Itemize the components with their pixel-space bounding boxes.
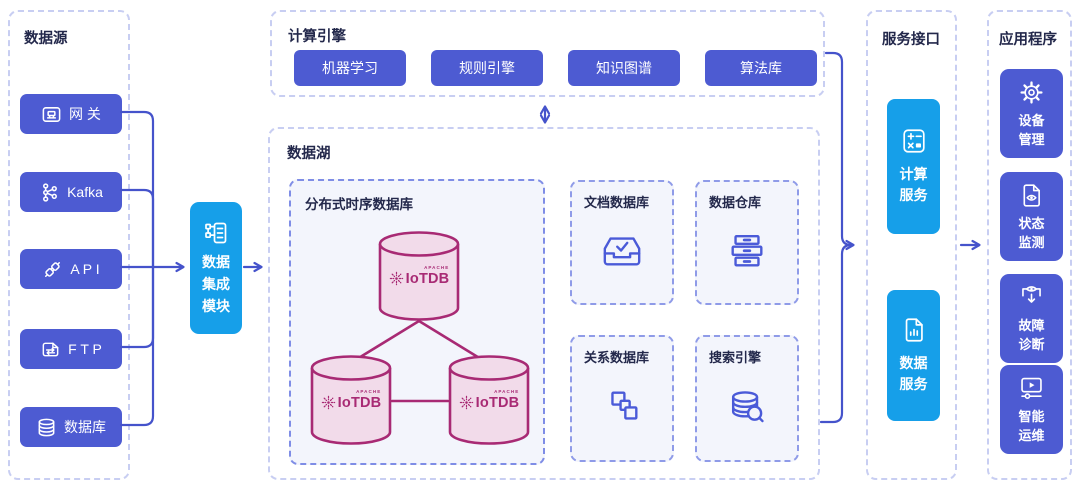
service-node-compute: 计算 服务 (887, 99, 940, 234)
applications-title: 应用程序 (999, 32, 1057, 48)
iotdb-logo: APACHE IoTDB (309, 389, 393, 411)
engine-node-algorithm-library: 算法库 (705, 50, 817, 86)
store-title: 搜索引擎 (709, 350, 762, 365)
source-node-ftp: F T P (20, 329, 122, 369)
eye-funnel-icon (1018, 284, 1045, 311)
iotdb-apache-text: APACHE (356, 389, 382, 394)
store-document-db: 文档数据库 (570, 180, 674, 305)
gateway-icon (41, 104, 62, 125)
doc-chart-icon (900, 316, 928, 344)
integration-module-node: 数据 集成 模块 (190, 202, 242, 334)
inbox-check-icon (601, 230, 643, 272)
service-interface-panel: 服务接口 计算 服务 (866, 10, 957, 480)
iotdb-starburst-icon (459, 395, 474, 410)
database-icon (36, 417, 57, 438)
store-title: 数据仓库 (709, 195, 762, 210)
store-title: 关系数据库 (584, 350, 650, 365)
service-label-line: 计算 (899, 166, 928, 182)
integration-label-line: 模块 (202, 297, 230, 314)
iotdb-name-text: IoTDB (337, 394, 382, 411)
iotdb-node: APACHE IoTDB (447, 354, 531, 446)
iotdb-logo: APACHE IoTDB (377, 265, 461, 287)
engine-label: 算法库 (740, 60, 782, 76)
app-label-line: 运维 (1018, 427, 1045, 443)
iotdb-starburst-icon (389, 271, 404, 286)
app-label-line: 故障 (1018, 317, 1045, 333)
service-label-line: 数据 (899, 355, 928, 371)
gear-icon (1018, 79, 1045, 106)
store-search-engine: 搜索引擎 (695, 335, 799, 462)
iotdb-starburst-icon (321, 395, 336, 410)
iotdb-name-text: IoTDB (475, 394, 520, 411)
engine-label: 机器学习 (322, 60, 378, 76)
tsdb-box: 分布式时序数据库 AP (289, 179, 545, 465)
source-node-api: A P I (20, 249, 122, 289)
integration-label-line: 数据 (202, 253, 230, 270)
data-lake-panel: 数据湖 分布式时序数据库 (268, 127, 820, 480)
data-sources-panel: 数据源 网 关 Kafka (8, 10, 130, 480)
app-label-line: 监测 (1018, 234, 1045, 250)
service-node-data: 数据 服务 (887, 290, 940, 421)
source-label: A P I (70, 261, 100, 277)
calculator-icon (900, 127, 928, 155)
app-label-line: 设备 (1018, 112, 1045, 128)
iotdb-node: APACHE IoTDB (377, 230, 461, 322)
app-label-line: 智能 (1018, 408, 1045, 424)
app-label-line: 状态 (1018, 215, 1045, 231)
source-node-gateway: 网 关 (20, 94, 122, 134)
integration-list-icon (203, 220, 229, 246)
iotdb-logo: APACHE IoTDB (447, 389, 531, 411)
engine-label: 规则引擎 (459, 60, 515, 76)
iotdb-apache-text: APACHE (494, 389, 520, 394)
compute-engine-row: 机器学习 规则引擎 知识图谱 算法库 (294, 50, 817, 86)
service-label-line: 服务 (899, 187, 928, 203)
iotdb-name-text: IoTDB (405, 270, 450, 287)
app-label-line: 管理 (1018, 131, 1045, 147)
app-node-status-monitoring: 状态 监测 (1000, 172, 1063, 261)
iotdb-apache-text: APACHE (424, 265, 450, 270)
source-label: 数据库 (64, 419, 106, 435)
store-data-warehouse: 数据仓库 (695, 180, 799, 305)
app-node-device-management: 设备 管理 (1000, 69, 1063, 158)
integration-label-line: 集成 (202, 275, 230, 292)
cylinder-icon (448, 355, 530, 445)
cylinder-icon (310, 355, 392, 445)
cylinder-icon (378, 231, 460, 321)
doc-eye-icon (1018, 182, 1045, 209)
api-plug-icon (42, 259, 63, 280)
source-label: 网 关 (69, 106, 101, 122)
file-transfer-icon (40, 339, 61, 360)
database-search-icon (726, 386, 768, 428)
source-label: Kafka (67, 184, 103, 200)
source-node-kafka: Kafka (20, 172, 122, 212)
service-label-line: 服务 (899, 376, 928, 392)
data-sources-title: 数据源 (24, 31, 68, 47)
store-title: 文档数据库 (584, 195, 650, 210)
cluster-links (355, 319, 483, 403)
app-node-intelligent-ops: 智能 运维 (1000, 365, 1063, 454)
app-node-fault-diagnosis: 故障 诊断 (1000, 274, 1063, 363)
data-lake-title: 数据湖 (287, 146, 331, 162)
iotdb-node: APACHE IoTDB (309, 354, 393, 446)
engine-node-knowledge-graph: 知识图谱 (568, 50, 680, 86)
engine-label: 知识图谱 (596, 60, 652, 76)
store-relational-db: 关系数据库 (570, 335, 674, 462)
engine-node-machine-learning: 机器学习 (294, 50, 406, 86)
linked-squares-icon (601, 386, 643, 428)
drawers-icon (726, 230, 768, 272)
compute-engine-panel: 计算引擎 机器学习 规则引擎 知识图谱 算法库 (270, 10, 825, 97)
screen-play-icon (1018, 375, 1045, 402)
tsdb-title: 分布式时序数据库 (305, 197, 413, 212)
app-label-line: 诊断 (1018, 336, 1045, 352)
kafka-icon (39, 182, 60, 203)
applications-panel: 应用程序 设备 管理 (987, 10, 1072, 480)
engine-node-rule-engine: 规则引擎 (431, 50, 543, 86)
source-label: F T P (68, 341, 102, 357)
compute-engine-title: 计算引擎 (288, 29, 346, 45)
service-interface-title: 服务接口 (882, 32, 940, 48)
source-node-database: 数据库 (20, 407, 122, 447)
